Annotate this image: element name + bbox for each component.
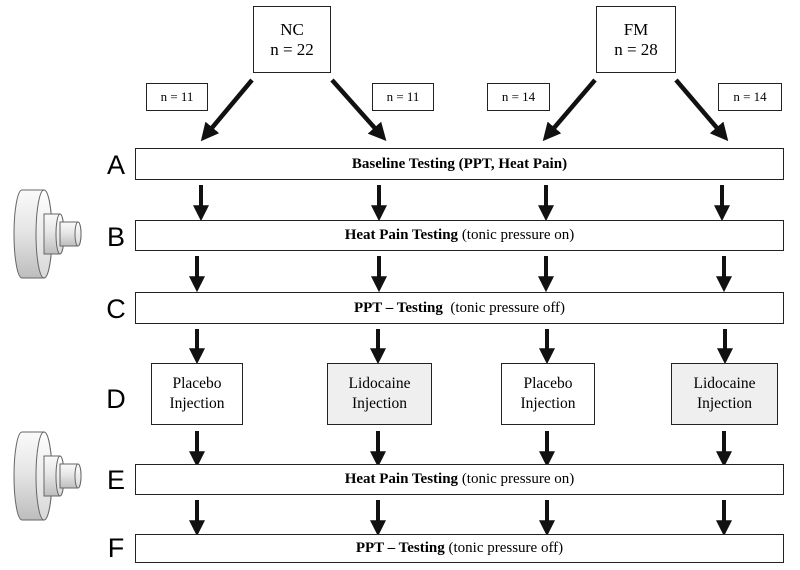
injection-line2: Injection — [351, 395, 408, 412]
injection-box-lidocaine: Lidocaine Injection — [327, 363, 432, 425]
injection-line1: Lidocaine — [693, 375, 756, 392]
group-n: n = 22 — [270, 39, 314, 59]
arrows-e-f — [189, 500, 732, 537]
step-bold-text: PPT – Testing — [353, 299, 443, 316]
group-name: FM — [623, 19, 649, 39]
step-bar-b-heat-pain: Heat Pain Testing (tonic pressure on) — [135, 220, 784, 251]
step-bar-e-heat-pain: Heat Pain Testing (tonic pressure on) — [135, 464, 784, 495]
injection-box-lidocaine: Lidocaine Injection — [671, 363, 778, 425]
arrows-c-d — [189, 329, 733, 365]
group-box-nc: NC n = 22 — [253, 6, 331, 73]
injection-line2: Injection — [696, 395, 753, 412]
arrows-b-c — [189, 256, 732, 293]
group-n: n = 28 — [614, 39, 658, 59]
subgroup-n-box: n = 14 — [487, 83, 550, 111]
step-normal-text: (tonic pressure off) — [444, 540, 564, 556]
arrows-d-e — [189, 431, 732, 468]
step-bold-text: PPT – Testing — [355, 540, 445, 556]
subgroup-n-box: n = 11 — [146, 83, 208, 111]
split-arrow-fm-left — [542, 78, 597, 142]
injection-line1: Placebo — [172, 375, 222, 392]
step-normal-text: (tonic pressure on) — [458, 471, 575, 487]
injection-line1: Lidocaine — [348, 375, 411, 392]
step-normal-text: (tonic pressure off) — [442, 299, 566, 316]
step-bold-text: Baseline Testing (PPT, Heat Pain) — [351, 155, 568, 172]
injection-box-placebo: Placebo Injection — [501, 363, 595, 425]
step-normal-text: (tonic pressure on) — [458, 227, 575, 243]
subgroup-n-box: n = 14 — [718, 83, 782, 111]
split-arrow-nc-left — [200, 78, 254, 142]
injection-line1: Placebo — [523, 375, 573, 392]
step-letter-a: A — [106, 150, 125, 180]
step-letter-f: F — [107, 533, 125, 563]
step-letter-d: D — [106, 384, 126, 414]
subgroup-n-box: n = 11 — [372, 83, 434, 111]
step-bar-c-ppt: PPT – Testing (tonic pressure off) — [135, 292, 784, 324]
group-name: NC — [280, 19, 304, 39]
step-bar-a-baseline: Baseline Testing (PPT, Heat Pain) — [135, 148, 784, 180]
group-box-fm: FM n = 28 — [596, 6, 676, 73]
step-letter-e: E — [106, 465, 125, 495]
injection-line2: Injection — [520, 395, 576, 412]
pressure-device-icon — [13, 189, 82, 279]
step-bar-f-ppt: PPT – Testing (tonic pressure off) — [135, 534, 784, 563]
step-letter-c: C — [106, 294, 126, 324]
split-arrow-fm-right — [674, 78, 729, 142]
pressure-device-icon — [13, 431, 82, 521]
injection-line2: Injection — [169, 395, 225, 412]
split-arrow-nc-right — [330, 78, 387, 142]
step-bold-text: Heat Pain Testing — [344, 471, 459, 487]
injection-box-placebo: Placebo Injection — [151, 363, 243, 425]
arrows-a-b — [193, 185, 730, 222]
step-bold-text: Heat Pain Testing — [344, 227, 459, 243]
step-letter-b: B — [106, 222, 125, 252]
